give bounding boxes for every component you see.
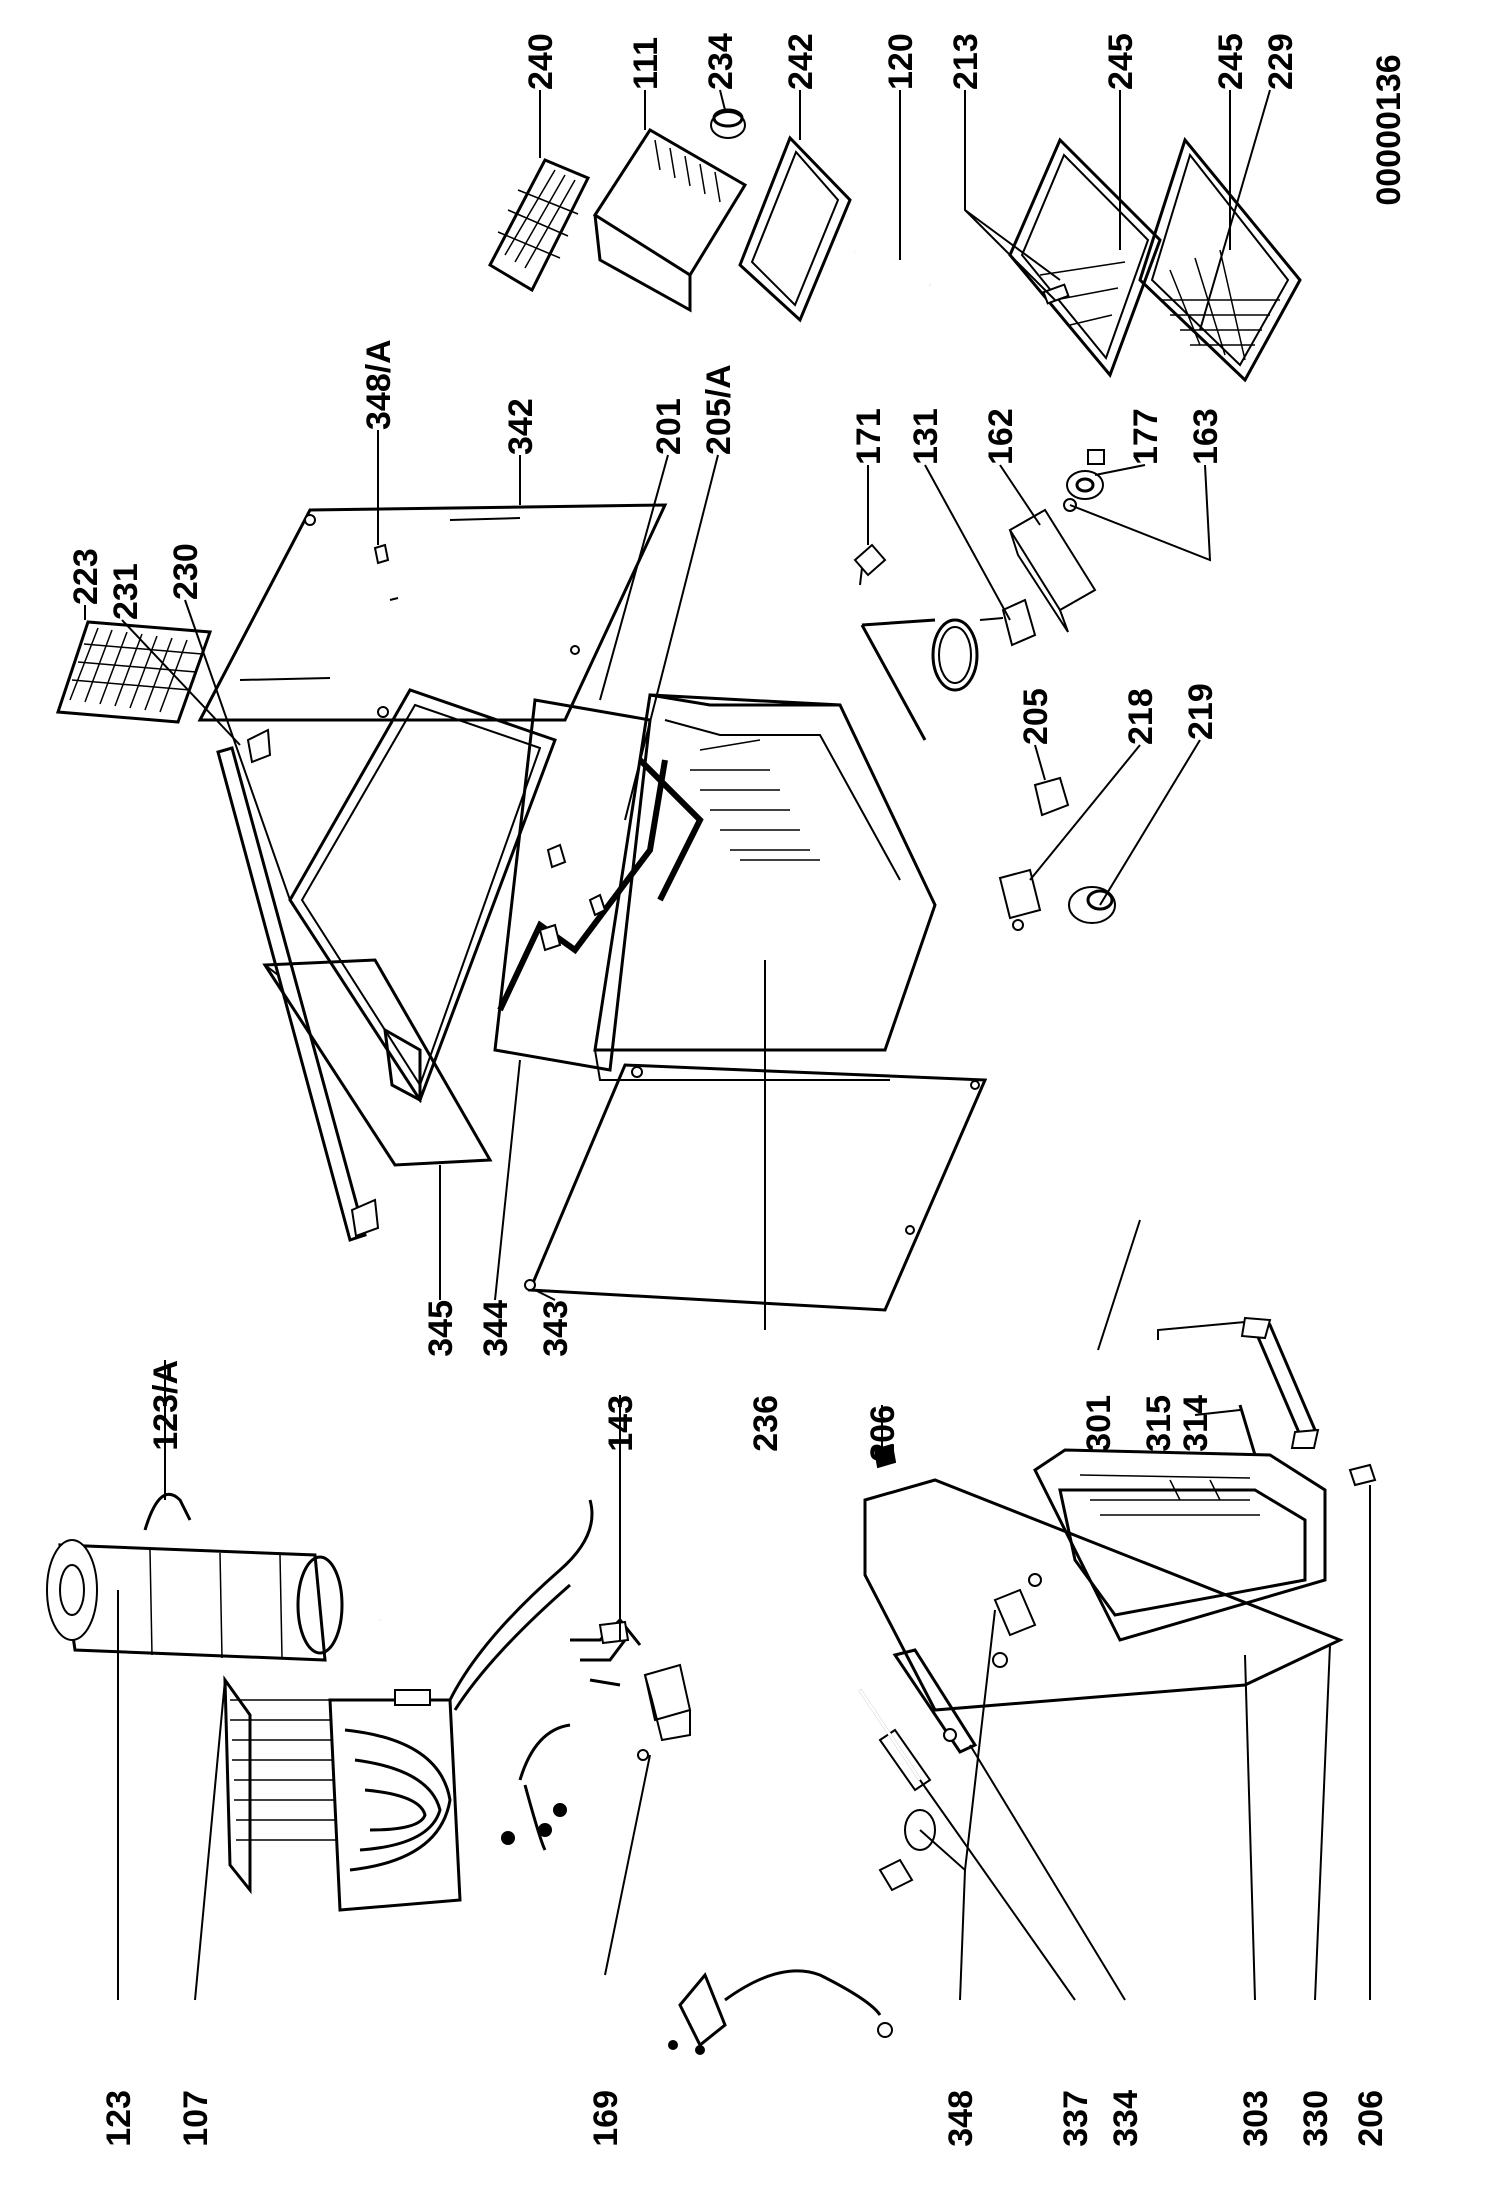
part-123A-cable: [143, 1492, 192, 1531]
part-206-clip-upper: [873, 1443, 897, 1469]
label-169: 169: [587, 2090, 625, 2147]
part-240-ice-tray: [488, 158, 591, 293]
label-107: 107: [177, 2090, 215, 2147]
part-348-hinge: [878, 1573, 1042, 1892]
label-236: 236: [747, 1395, 785, 1452]
label-337: 337: [1057, 2090, 1095, 2147]
diagram-code: 00000136: [1370, 54, 1408, 205]
part-242-tray: [738, 135, 852, 323]
label-205: 205: [1017, 688, 1055, 745]
label-303: 303: [1237, 2090, 1275, 2147]
part-111-crisper: [592, 127, 748, 313]
label-245-lower: 245: [1212, 33, 1250, 90]
part-123-cylinder: [46, 1539, 344, 1662]
label-348: 348: [942, 2090, 980, 2147]
label-343: 343: [537, 1300, 575, 1357]
label-240: 240: [522, 33, 560, 90]
part-245-shelf-upper: [1008, 137, 1162, 378]
label-206-lower: 206: [1352, 2090, 1390, 2147]
part-218-219-hinge: [998, 868, 1116, 931]
label-201: 201: [650, 398, 688, 455]
label-219: 219: [1182, 683, 1220, 740]
label-234: 234: [702, 33, 740, 90]
part-143-wiring: [448, 1499, 642, 1851]
part-labels: 240 111 234 242 120 213 245 245 229 0000…: [67, 33, 1408, 2147]
label-111: 111: [627, 37, 665, 90]
part-plug-cord: [668, 1969, 893, 2055]
part-177-163-knob: [1063, 449, 1105, 512]
part-314-rod: [1238, 1404, 1257, 1456]
label-230: 230: [167, 543, 205, 600]
part-303-door-liner: [1033, 1448, 1327, 1642]
part-205-latch: [1033, 776, 1070, 817]
label-143: 143: [602, 1395, 640, 1452]
label-344: 344: [477, 1300, 515, 1357]
part-245-229-wire-shelf: [1138, 136, 1302, 383]
label-242: 242: [782, 33, 820, 90]
label-177: 177: [1127, 408, 1165, 465]
label-120: 120: [882, 33, 920, 90]
label-315: 315: [1140, 1395, 1178, 1452]
label-330: 330: [1297, 2090, 1335, 2147]
part-231-trim: [216, 728, 380, 1242]
label-163: 163: [1187, 408, 1225, 465]
label-334: 334: [1107, 2090, 1145, 2147]
part-131-thermostat: [860, 598, 1037, 741]
leader-lines: [84, 89, 1371, 2001]
part-234-knob: [710, 108, 746, 139]
part-230-top-cover: [288, 688, 557, 1104]
part-337-strip: [858, 1689, 922, 1781]
part-120-tube: [854, 249, 932, 288]
label-218: 218: [1122, 688, 1160, 745]
label-348A: 348/A: [360, 339, 398, 430]
part-342-back-panel: [197, 503, 668, 722]
label-123: 123: [100, 2090, 138, 2147]
label-245-upper: 245: [1102, 33, 1140, 90]
label-301: 301: [1080, 1395, 1118, 1452]
label-171: 171: [850, 408, 888, 465]
part-301-gasket: [1087, 1097, 1438, 1293]
label-231: 231: [107, 563, 145, 620]
part-169-junction-box: [637, 1663, 692, 1761]
part-107-cooling-unit: [223, 1618, 462, 1912]
label-314: 314: [1177, 1395, 1215, 1452]
label-213: 213: [947, 33, 985, 90]
label-345: 345: [422, 1300, 460, 1357]
label-205A: 205/A: [700, 364, 738, 455]
label-162: 162: [982, 408, 1020, 465]
part-206-clip-lower: [1348, 1463, 1377, 1487]
part-223-grille: [55, 620, 213, 724]
label-342: 342: [502, 398, 540, 455]
label-229: 229: [1262, 33, 1300, 90]
part-343-side-panel: [524, 1063, 988, 1312]
part-315-handle: [1240, 1316, 1320, 1449]
part-334-bracket: [892, 1648, 978, 1754]
label-131: 131: [907, 408, 945, 465]
part-171-bracket: [853, 543, 887, 586]
label-223: 223: [67, 548, 105, 605]
label-123A: 123/A: [147, 1360, 185, 1451]
part-345-panel: [262, 958, 493, 1167]
label-206-upper: 206: [864, 1405, 902, 1462]
